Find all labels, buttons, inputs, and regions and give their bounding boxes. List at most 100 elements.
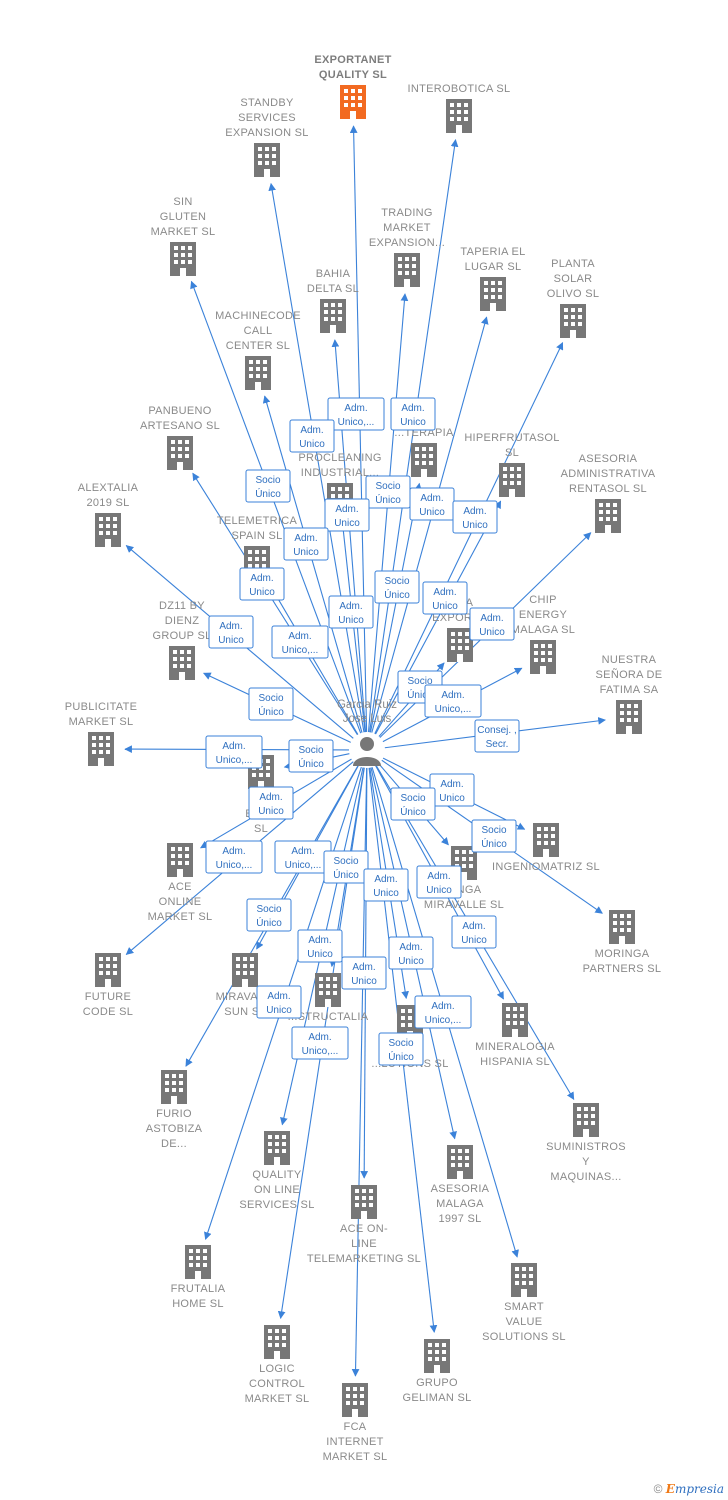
role-badge[interactable]: Adm.Unico — [256, 985, 302, 1019]
company-procleaning[interactable]: PROCLEANINGINDUSTRIAL... — [298, 452, 381, 517]
role-badge-box — [328, 595, 374, 629]
role-text: Socio — [384, 576, 409, 587]
building-icon — [595, 499, 621, 533]
empresia-logo[interactable]: Empresia — [666, 1482, 724, 1496]
role-text: Adm. — [352, 962, 375, 973]
role-badge-box — [388, 936, 434, 970]
role-text: Unico — [299, 439, 325, 450]
role-badge[interactable]: Adm.Unico,... — [271, 625, 329, 659]
role-text: Socio — [256, 904, 281, 915]
role-badge[interactable]: Adm.Unico — [429, 773, 475, 807]
company-furio[interactable]: FURIOASTOBIZADE... — [146, 1070, 203, 1150]
role-badge[interactable]: Adm.Unico — [452, 500, 498, 534]
role-badge-box — [283, 527, 329, 561]
role-badge[interactable]: Adm.Unico — [239, 567, 285, 601]
role-badge[interactable]: Adm.Unico — [328, 595, 374, 629]
role-text: Adm. — [462, 921, 485, 932]
role-text: Unico — [266, 1005, 292, 1016]
person-name-line-2: Jose Luis — [343, 713, 392, 725]
role-badge[interactable]: Adm.Unico,... — [327, 397, 385, 431]
role-badge[interactable]: Adm.Unico — [422, 581, 468, 615]
role-badge[interactable]: Adm.Unico — [388, 936, 434, 970]
role-badge[interactable]: Adm.Unico,... — [274, 840, 332, 874]
role-badge-box — [327, 397, 385, 431]
company-ingeniomatriz[interactable]: INGENIOMATRIZ SL — [492, 823, 600, 873]
role-badge[interactable]: Adm.Unico,... — [205, 840, 263, 874]
role-badge[interactable]: Adm.Unico,... — [424, 684, 482, 718]
role-badge[interactable]: Adm.Unico — [341, 956, 387, 990]
role-badge[interactable]: Adm.Unico — [297, 929, 343, 963]
role-badge-box — [363, 868, 409, 902]
roles-layer: Adm.Unico,...Adm.UnicoAdm.UnicoSocioÚnic… — [205, 397, 520, 1066]
company-interobotica[interactable]: INTEROBOTICA SL — [408, 83, 511, 133]
company-label: CALL — [244, 325, 273, 337]
company-trading[interactable]: TRADINGMARKETEXPANSION... — [369, 207, 445, 287]
company-label: NUESTRA — [602, 654, 657, 666]
role-badge[interactable]: Adm.Unico,... — [205, 735, 263, 769]
role-badge[interactable]: Adm.Unico,... — [291, 1026, 349, 1060]
role-badge[interactable]: Adm.Unico,... — [414, 995, 472, 1029]
role-badge[interactable]: Adm.Unico — [289, 419, 335, 453]
company-suministros[interactable]: SUMINISTROSYMAQUINAS... — [546, 1103, 626, 1183]
company-label: ONLINE — [159, 896, 202, 908]
role-badge-box — [414, 995, 472, 1029]
role-badge[interactable]: Adm.Unico — [363, 868, 409, 902]
role-badge[interactable]: Adm.Unico — [324, 498, 370, 532]
role-badge[interactable]: Adm.Unico — [409, 487, 455, 521]
role-text: Único — [481, 837, 507, 850]
role-text: Unico — [479, 627, 505, 638]
role-badge[interactable]: Consej. ,Secr. — [474, 719, 520, 753]
role-badge[interactable]: Adm.Unico — [208, 615, 254, 649]
company-label: SUMINISTROS — [546, 1141, 626, 1153]
center-person[interactable]: Garcia Ruiz Jose Luis — [337, 699, 397, 766]
role-badge[interactable]: Adm.Unico — [469, 607, 515, 641]
role-badge[interactable]: Adm.Unico — [248, 786, 294, 820]
role-badge[interactable]: Adm.Unico — [390, 397, 436, 431]
role-badge[interactable]: Adm.Unico — [451, 915, 497, 949]
role-text: Adm. — [294, 533, 317, 544]
role-text: Socio — [388, 1038, 413, 1049]
role-badge[interactable]: Adm.Unico — [416, 865, 462, 899]
role-badge[interactable]: Adm.Unico — [283, 527, 329, 561]
company-label: ASTOBIZA — [146, 1123, 203, 1135]
role-text: Único — [388, 1050, 414, 1063]
